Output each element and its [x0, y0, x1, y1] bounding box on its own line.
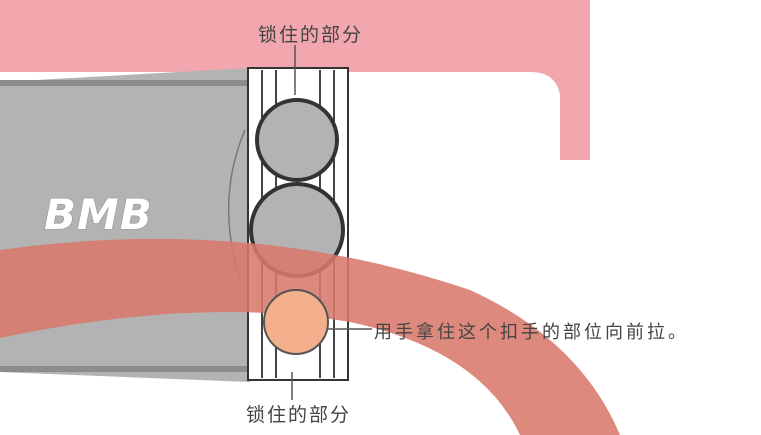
grip-highlight — [263, 289, 329, 355]
pink-band — [0, 0, 590, 160]
brand-logo: BMB — [44, 190, 153, 239]
lock-label-bottom: 锁住的部分 — [246, 404, 352, 426]
speaker-bottom-edge — [0, 366, 250, 372]
pull-band — [0, 238, 620, 435]
driver-top — [255, 98, 339, 182]
lock-label-top: 锁住的部分 — [258, 24, 364, 46]
instruction-label: 用手拿住这个扣手的部位向前拉。 — [374, 322, 689, 343]
speaker-top-edge — [0, 80, 250, 86]
